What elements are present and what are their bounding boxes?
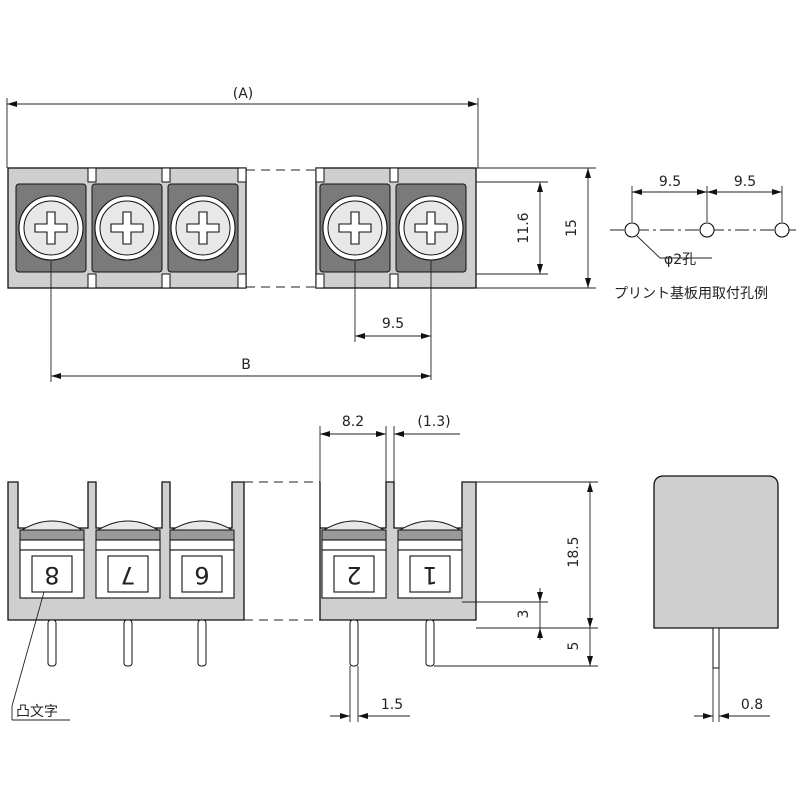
hole-diameter-label: φ2孔 <box>664 252 696 268</box>
dim-0-8: 0.8 <box>741 697 763 713</box>
pitch-dim-label: 9.5 <box>382 316 404 332</box>
terminal-number: 1 <box>422 561 437 589</box>
top-view: (A) <box>6 86 596 382</box>
terminal-number: 2 <box>346 561 361 589</box>
dim-18-5: 18.5 <box>566 536 582 567</box>
dim-3: 3 <box>516 610 532 619</box>
pcb-pitch-1: 9.5 <box>659 174 681 190</box>
screw-heads <box>18 195 464 261</box>
front-view: 8 7 6 2 1 8.2 (1.3) 18.5 <box>7 414 598 722</box>
pcb-hole <box>699 222 715 238</box>
dim-8-2: 8.2 <box>342 414 364 430</box>
pcb-hole <box>774 222 790 238</box>
height-inner-label: 11.6 <box>516 212 532 243</box>
height-outer-label: 15 <box>564 219 580 237</box>
pcb-hole-layout: 9.5 9.5 φ2孔 プリント基板用取付孔例 <box>610 174 796 302</box>
pcb-caption: プリント基板用取付孔例 <box>614 285 768 302</box>
terminal-number: 7 <box>120 561 135 589</box>
pcb-pitch-2: 9.5 <box>734 174 756 190</box>
side-view: 0.8 <box>653 475 779 722</box>
overall-dim-label: (A) <box>233 86 254 102</box>
terminal-number: 8 <box>44 561 59 589</box>
pins <box>47 619 435 667</box>
terminal-numbers: 8 7 6 2 1 <box>44 561 437 589</box>
dim-1-3: (1.3) <box>417 414 450 430</box>
pcb-hole <box>624 222 640 238</box>
emboss-label: 凸文字 <box>16 704 58 720</box>
dim-5: 5 <box>566 642 582 651</box>
terminal-number: 6 <box>194 561 209 589</box>
b-dim-label: B <box>241 357 251 373</box>
terminal-blocks <box>19 520 463 599</box>
dim-1-5: 1.5 <box>381 697 403 713</box>
